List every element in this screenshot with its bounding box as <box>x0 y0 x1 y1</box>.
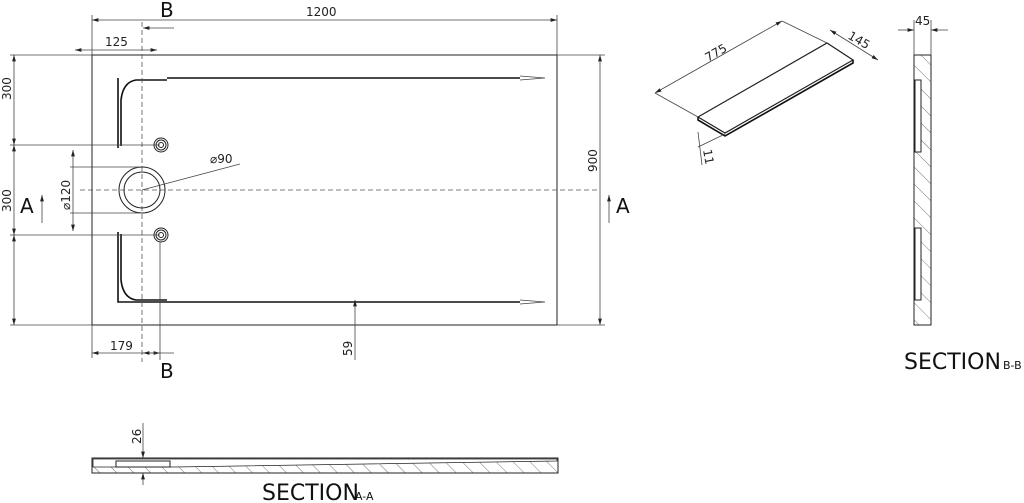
rim-dim: 59 <box>341 341 355 356</box>
section-aa-height-dim: 26 <box>130 429 144 444</box>
plan-view: 1200 B 125 300 300 ⌀120 ⌀90 A A <box>0 0 630 383</box>
section-aa-title: SECTION <box>262 481 359 503</box>
grate-thickness-dim: 11 <box>700 148 716 165</box>
offset-bottom-dim: 179 <box>110 339 133 353</box>
section-b-label-top: B <box>160 0 174 22</box>
rim-taper <box>519 75 546 305</box>
section-bb: 45 SECTION B-B <box>898 14 1022 375</box>
upper-spacing-dim: 300 <box>0 77 14 100</box>
lower-spacing-dim: 300 <box>0 189 14 212</box>
drain-channel <box>120 79 167 301</box>
section-aa-suffix: A-A <box>355 490 374 503</box>
grate-length-dim: 775 <box>703 41 730 65</box>
width-dim: 1200 <box>306 5 337 19</box>
drain-outer-dim: ⌀120 <box>59 180 73 210</box>
drain-inner-leader <box>141 163 241 191</box>
grate-view: 775 145 11 <box>654 20 879 166</box>
section-a-label-right: A <box>616 194 630 218</box>
section-bb-suffix: B-B <box>1003 359 1022 372</box>
drain-outer-circle <box>118 166 166 214</box>
drain-inner-circle <box>123 171 161 209</box>
offset-top-dim: 125 <box>105 35 128 49</box>
section-b-label-bottom: B <box>160 359 174 383</box>
drain-inner-dim: ⌀90 <box>210 152 233 166</box>
section-aa: 26 SECTION A-A <box>91 423 559 503</box>
tray-inner-rim <box>117 77 520 303</box>
section-a-label-left: A <box>20 194 34 218</box>
section-bb-thickness-dim: 45 <box>915 14 930 28</box>
depth-dim: 900 <box>586 149 600 172</box>
section-bb-title: SECTION <box>904 350 1001 375</box>
